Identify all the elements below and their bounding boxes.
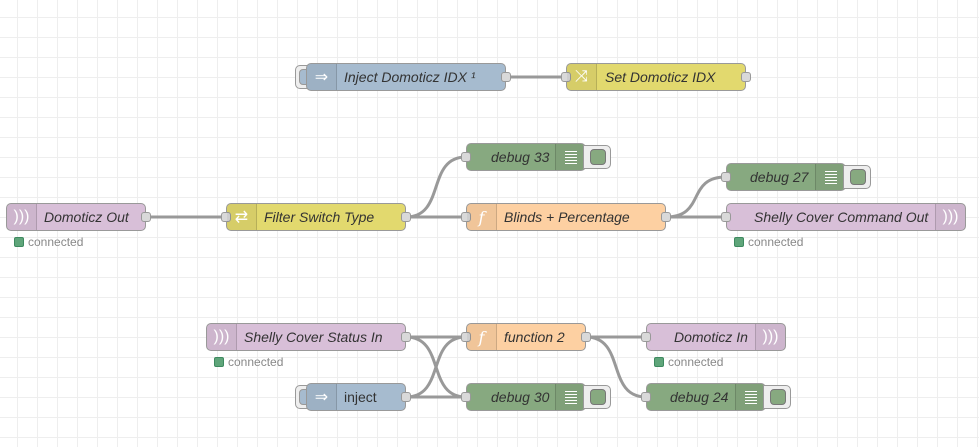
input-port[interactable] (221, 212, 231, 222)
output-port[interactable] (401, 392, 411, 402)
node-debug-24[interactable]: debug 24 (641, 383, 791, 411)
wifi-icon: ))) (207, 324, 237, 350)
node-label: Shelly Cover Command Out (754, 209, 929, 225)
debug-toggle-button[interactable] (583, 385, 611, 409)
switch-icon: ⇄ (227, 204, 257, 230)
node-inject[interactable]: ⇒ inject (295, 383, 411, 411)
node-label: inject (344, 389, 377, 405)
node-domoticz-in[interactable]: Domoticz In ))) (641, 323, 786, 351)
node-label: Domoticz Out (44, 209, 129, 225)
node-label: Inject Domoticz IDX ¹ (344, 69, 476, 85)
wire-filter-to-debug33[interactable] (405, 155, 467, 219)
input-port[interactable] (561, 72, 571, 82)
function-icon: f (467, 204, 497, 230)
wire-blinds-to-debug27[interactable] (665, 175, 727, 219)
node-debug-33[interactable]: debug 33 (461, 143, 611, 171)
function-icon: f (467, 324, 497, 350)
list-icon (735, 384, 765, 410)
input-port[interactable] (721, 172, 731, 182)
node-label: debug 30 (491, 389, 550, 405)
status-badge: connected (654, 355, 723, 369)
node-debug-30[interactable]: debug 30 (461, 383, 611, 411)
status-text: connected (228, 355, 284, 369)
output-port[interactable] (141, 212, 151, 222)
node-shelly-cover-status-in[interactable]: ))) Shelly Cover Status In (206, 323, 411, 351)
status-dot-icon (734, 237, 744, 247)
shuffle-icon: ⤨ (567, 64, 597, 90)
input-port[interactable] (721, 212, 731, 222)
input-port[interactable] (461, 392, 471, 402)
status-badge: connected (734, 235, 803, 249)
status-badge: connected (214, 355, 283, 369)
node-inject-domoticz-idx[interactable]: ⇒ Inject Domoticz IDX ¹ (295, 63, 511, 91)
wire-function2-to-debug24[interactable] (585, 335, 647, 399)
list-icon (555, 384, 585, 410)
node-label: function 2 (504, 329, 565, 345)
node-function-2[interactable]: f function 2 (461, 323, 591, 351)
status-dot-icon (14, 237, 24, 247)
node-label: debug 24 (670, 389, 729, 405)
status-text: connected (28, 235, 84, 249)
node-label: Set Domoticz IDX (605, 69, 716, 85)
node-filter-switch-type[interactable]: ⇄ Filter Switch Type (221, 203, 411, 231)
output-port[interactable] (581, 332, 591, 342)
output-port[interactable] (661, 212, 671, 222)
node-shelly-cover-command-out[interactable]: Shelly Cover Command Out ))) (721, 203, 966, 231)
status-badge: connected (14, 235, 83, 249)
wifi-icon: ))) (7, 204, 37, 230)
list-icon (815, 164, 845, 190)
output-port[interactable] (401, 212, 411, 222)
node-label: Domoticz In (674, 329, 748, 345)
node-debug-27[interactable]: debug 27 (721, 163, 871, 191)
status-dot-icon (214, 357, 224, 367)
node-label: Shelly Cover Status In (244, 329, 383, 345)
output-port[interactable] (501, 72, 511, 82)
output-port[interactable] (741, 72, 751, 82)
input-port[interactable] (461, 152, 471, 162)
status-text: connected (668, 355, 724, 369)
wifi-icon: ))) (755, 324, 785, 350)
node-set-domoticz-idx[interactable]: ⤨ Set Domoticz IDX (561, 63, 751, 91)
debug-toggle-button[interactable] (583, 145, 611, 169)
wifi-icon: ))) (935, 204, 965, 230)
arrow-right-icon: ⇒ (307, 64, 337, 90)
list-icon (555, 144, 585, 170)
status-dot-icon (654, 357, 664, 367)
input-port[interactable] (641, 392, 651, 402)
debug-toggle-button[interactable] (763, 385, 791, 409)
debug-toggle-button[interactable] (843, 165, 871, 189)
input-port[interactable] (461, 332, 471, 342)
node-label: Blinds + Percentage (504, 209, 630, 225)
node-label: debug 27 (750, 169, 809, 185)
node-blinds-percentage[interactable]: f Blinds + Percentage (461, 203, 671, 231)
input-port[interactable] (641, 332, 651, 342)
node-label: Filter Switch Type (264, 209, 375, 225)
arrow-right-icon: ⇒ (307, 384, 337, 410)
node-label: debug 33 (491, 149, 550, 165)
input-port[interactable] (461, 212, 471, 222)
status-text: connected (748, 235, 804, 249)
wire-inject-to-function2[interactable] (405, 335, 467, 399)
node-domoticz-out[interactable]: ))) Domoticz Out (6, 203, 151, 231)
output-port[interactable] (401, 332, 411, 342)
